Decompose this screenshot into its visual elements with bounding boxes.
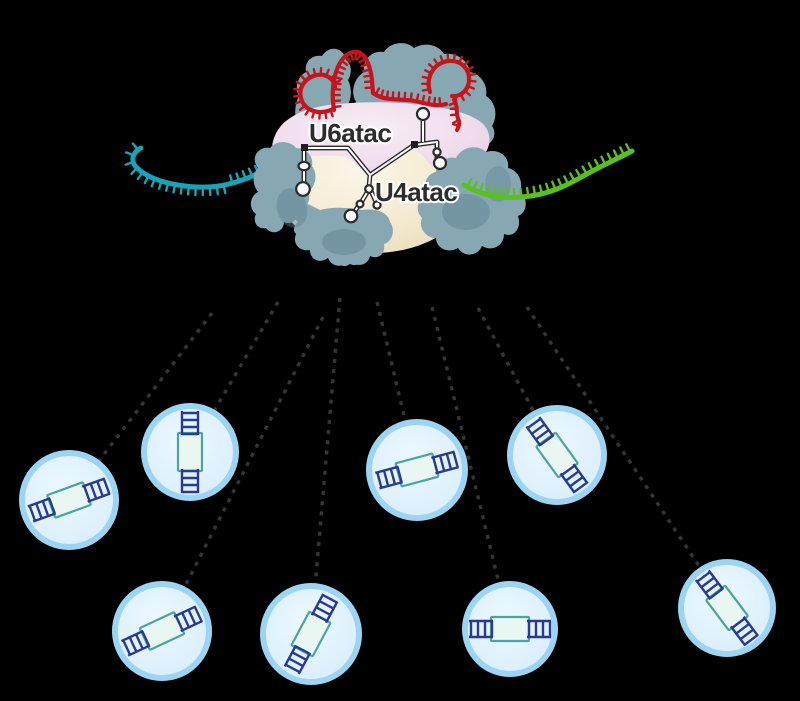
- red-snrna-tail: [370, 90, 449, 108]
- red-snrna-coil-left: [298, 72, 338, 115]
- exon-ladder-right: [310, 593, 339, 624]
- comb-teeth: [374, 87, 442, 107]
- exon-ladder-right: [81, 477, 111, 503]
- spliceosome-complex: U6atac U4atac: [124, 43, 635, 267]
- target-circle-4: [507, 405, 607, 505]
- gene-with-minor-intron-icon: [27, 477, 111, 523]
- target-circle-3: [366, 419, 468, 521]
- structure-loops: [295, 106, 448, 224]
- gene-with-minor-intron-icon: [283, 593, 339, 675]
- protein-blob-shadow: [442, 194, 490, 230]
- comb-teeth: [421, 53, 477, 104]
- green-exon-strand: [461, 143, 635, 200]
- target-circle-5: [112, 581, 212, 681]
- exon-ladder-right: [559, 463, 589, 494]
- protein-blob: [293, 203, 393, 266]
- protein-blob: [334, 240, 364, 267]
- exon-ladder-left: [694, 569, 725, 600]
- connector-dashed-line-6: [430, 306, 512, 630]
- gene-with-minor-intron-icon: [176, 411, 204, 494]
- exon-ladder-left: [469, 619, 494, 639]
- protein-blob: [417, 147, 526, 255]
- comb-teeth: [331, 50, 374, 109]
- exon-ladder-left: [375, 465, 403, 490]
- exon-ladder-left: [180, 411, 200, 436]
- gene-with-minor-intron-icon: [694, 569, 760, 647]
- target-circle-8: [678, 559, 776, 657]
- target-circle-6: [260, 583, 362, 685]
- exon-ladder-left: [525, 416, 555, 447]
- exon-ladder-right: [173, 605, 204, 633]
- comb-teeth: [448, 101, 460, 128]
- rna-duplex-structure: [295, 106, 448, 224]
- u6atac-label: U6atac: [309, 118, 391, 148]
- gene-with-minor-intron-icon: [469, 615, 552, 643]
- structure-end-markers: [301, 141, 418, 151]
- u4atac-label: U4atac: [375, 177, 457, 207]
- comb-teeth: [465, 143, 632, 199]
- target-circle-1: [19, 450, 119, 550]
- intron-box: [489, 615, 531, 643]
- exon-ladder-right: [527, 619, 552, 639]
- gene-with-minor-intron-icon: [120, 605, 204, 657]
- exon-ladder-right: [431, 450, 459, 475]
- exon-ladder-right: [729, 616, 760, 647]
- protein-blob-shadow: [322, 229, 366, 255]
- exon-ladder-left: [120, 629, 151, 657]
- target-circles: [19, 403, 776, 685]
- teal-strand-left: [130, 145, 232, 190]
- protein-blob-shadow: [276, 188, 308, 228]
- gene-with-minor-intron-icon: [375, 450, 459, 490]
- comb-teeth: [292, 66, 342, 120]
- connector-dashed-line-7: [476, 307, 559, 456]
- exon-ladder-right: [180, 469, 200, 494]
- exon-ladder-left: [27, 497, 57, 523]
- connector-dashed-line-3: [160, 316, 325, 632]
- target-circle-2: [141, 403, 239, 501]
- red-snrna-strand: [292, 49, 477, 132]
- comb-teeth: [124, 142, 227, 197]
- target-circle-7: [462, 581, 558, 677]
- exon-ladder-left: [283, 644, 312, 675]
- gene-with-minor-intron-icon: [525, 416, 589, 494]
- intron-box: [176, 431, 204, 473]
